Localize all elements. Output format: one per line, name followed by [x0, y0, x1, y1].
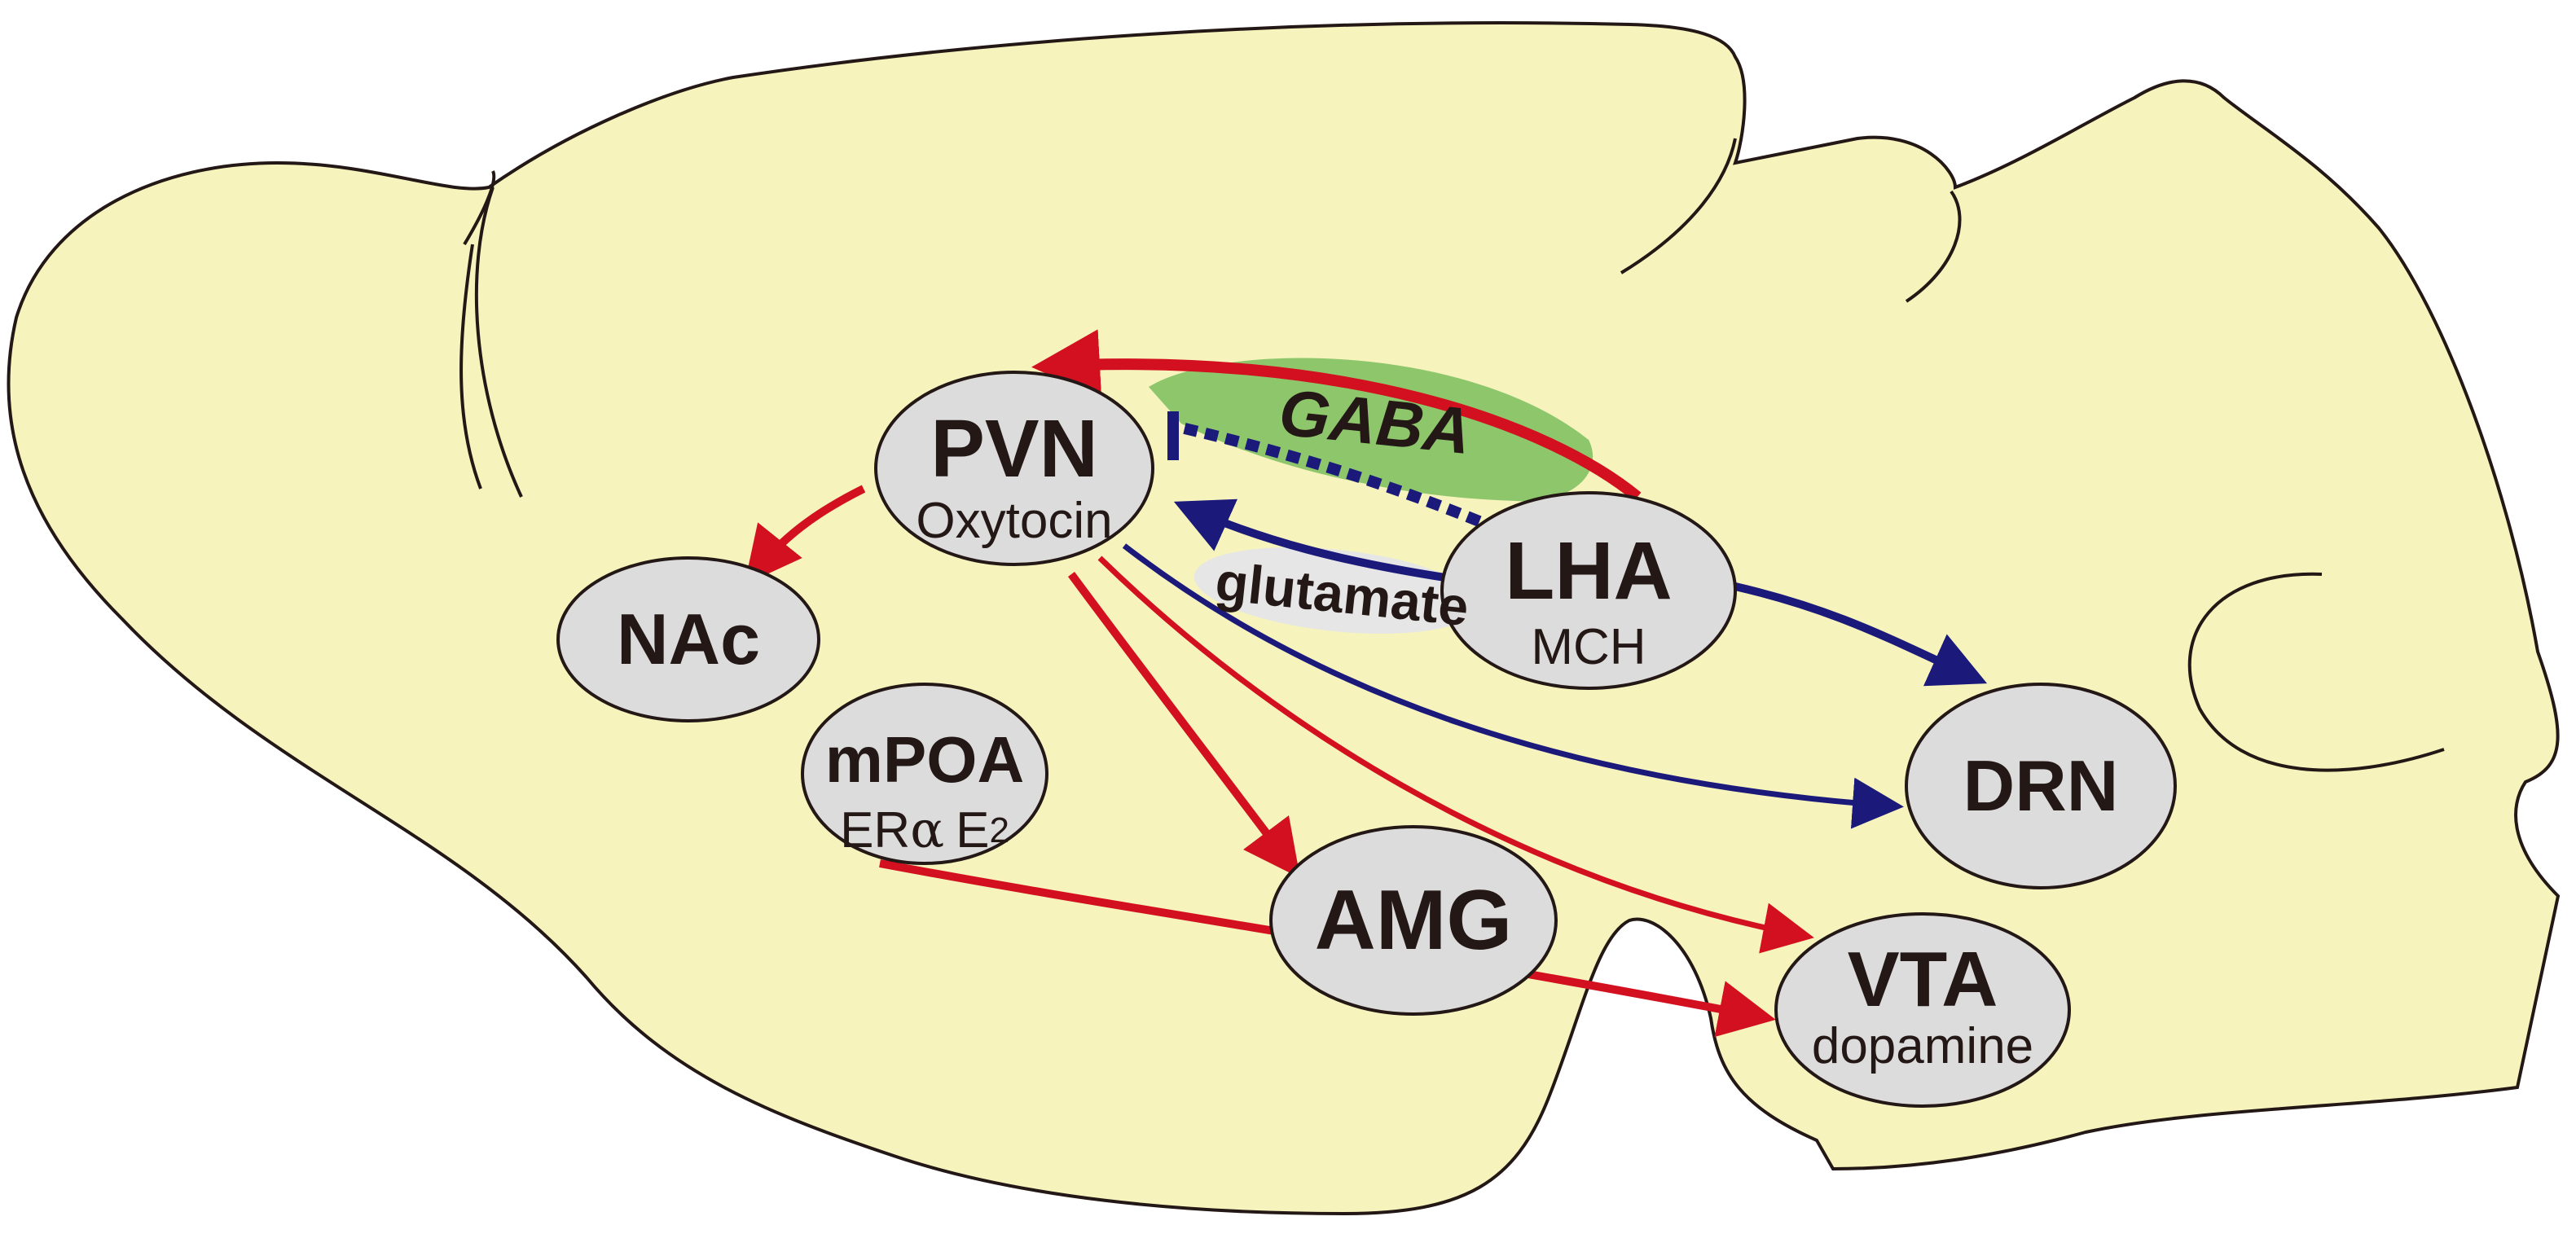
hippocampal-fold	[1620, 138, 1737, 274]
vta-sublabel: dopamine	[1812, 1018, 2033, 1074]
node-drn: DRN	[1905, 683, 2177, 889]
mpoa-sublabel-2: 2	[989, 810, 1009, 850]
gaba-zone	[1149, 358, 1594, 502]
node-vta: VTA dopamine	[1774, 912, 2071, 1108]
drn-label: DRN	[1963, 745, 2119, 826]
node-pvn: PVN Oxytocin	[874, 371, 1154, 566]
colliculus-fold	[1905, 190, 1962, 303]
cortex-fold	[474, 187, 523, 498]
pvn-sublabel: Oxytocin	[916, 493, 1112, 549]
amg-label: AMG	[1315, 873, 1513, 968]
lha-label: LHA	[1505, 525, 1673, 617]
node-amg: AMG	[1269, 825, 1558, 1016]
arrow-lha-to-pvn-glutamate	[1173, 498, 1451, 582]
node-nac: NAc	[556, 556, 820, 722]
nac-label: NAc	[617, 599, 760, 679]
arrow-lha-to-pvn-gaba	[1180, 422, 1501, 535]
arrow-pvn-to-vta	[1097, 556, 1814, 954]
cerebellum-fold	[2187, 572, 2445, 772]
arrow-pvn-to-drn	[1122, 543, 1904, 829]
mpoa-sublabel-alpha: α	[910, 800, 944, 859]
lha-sublabel: MCH	[1531, 619, 1646, 675]
arrow-pvn-to-amg	[1067, 572, 1301, 878]
mpoa-sublabel-er: ER	[840, 802, 910, 859]
mpoa-label: mPOA	[825, 723, 1025, 796]
node-lha: LHA MCH	[1440, 491, 1737, 690]
pvn-label: PVN	[930, 403, 1098, 494]
arrow-pvn-to-nac	[744, 485, 866, 585]
vta-label: VTA	[1848, 936, 1998, 1023]
mpoa-sublabel-e: E	[956, 802, 989, 859]
arrow-lha-to-pvn-excitatory	[1031, 329, 1642, 502]
arrow-lha-to-drn	[1734, 582, 1988, 687]
